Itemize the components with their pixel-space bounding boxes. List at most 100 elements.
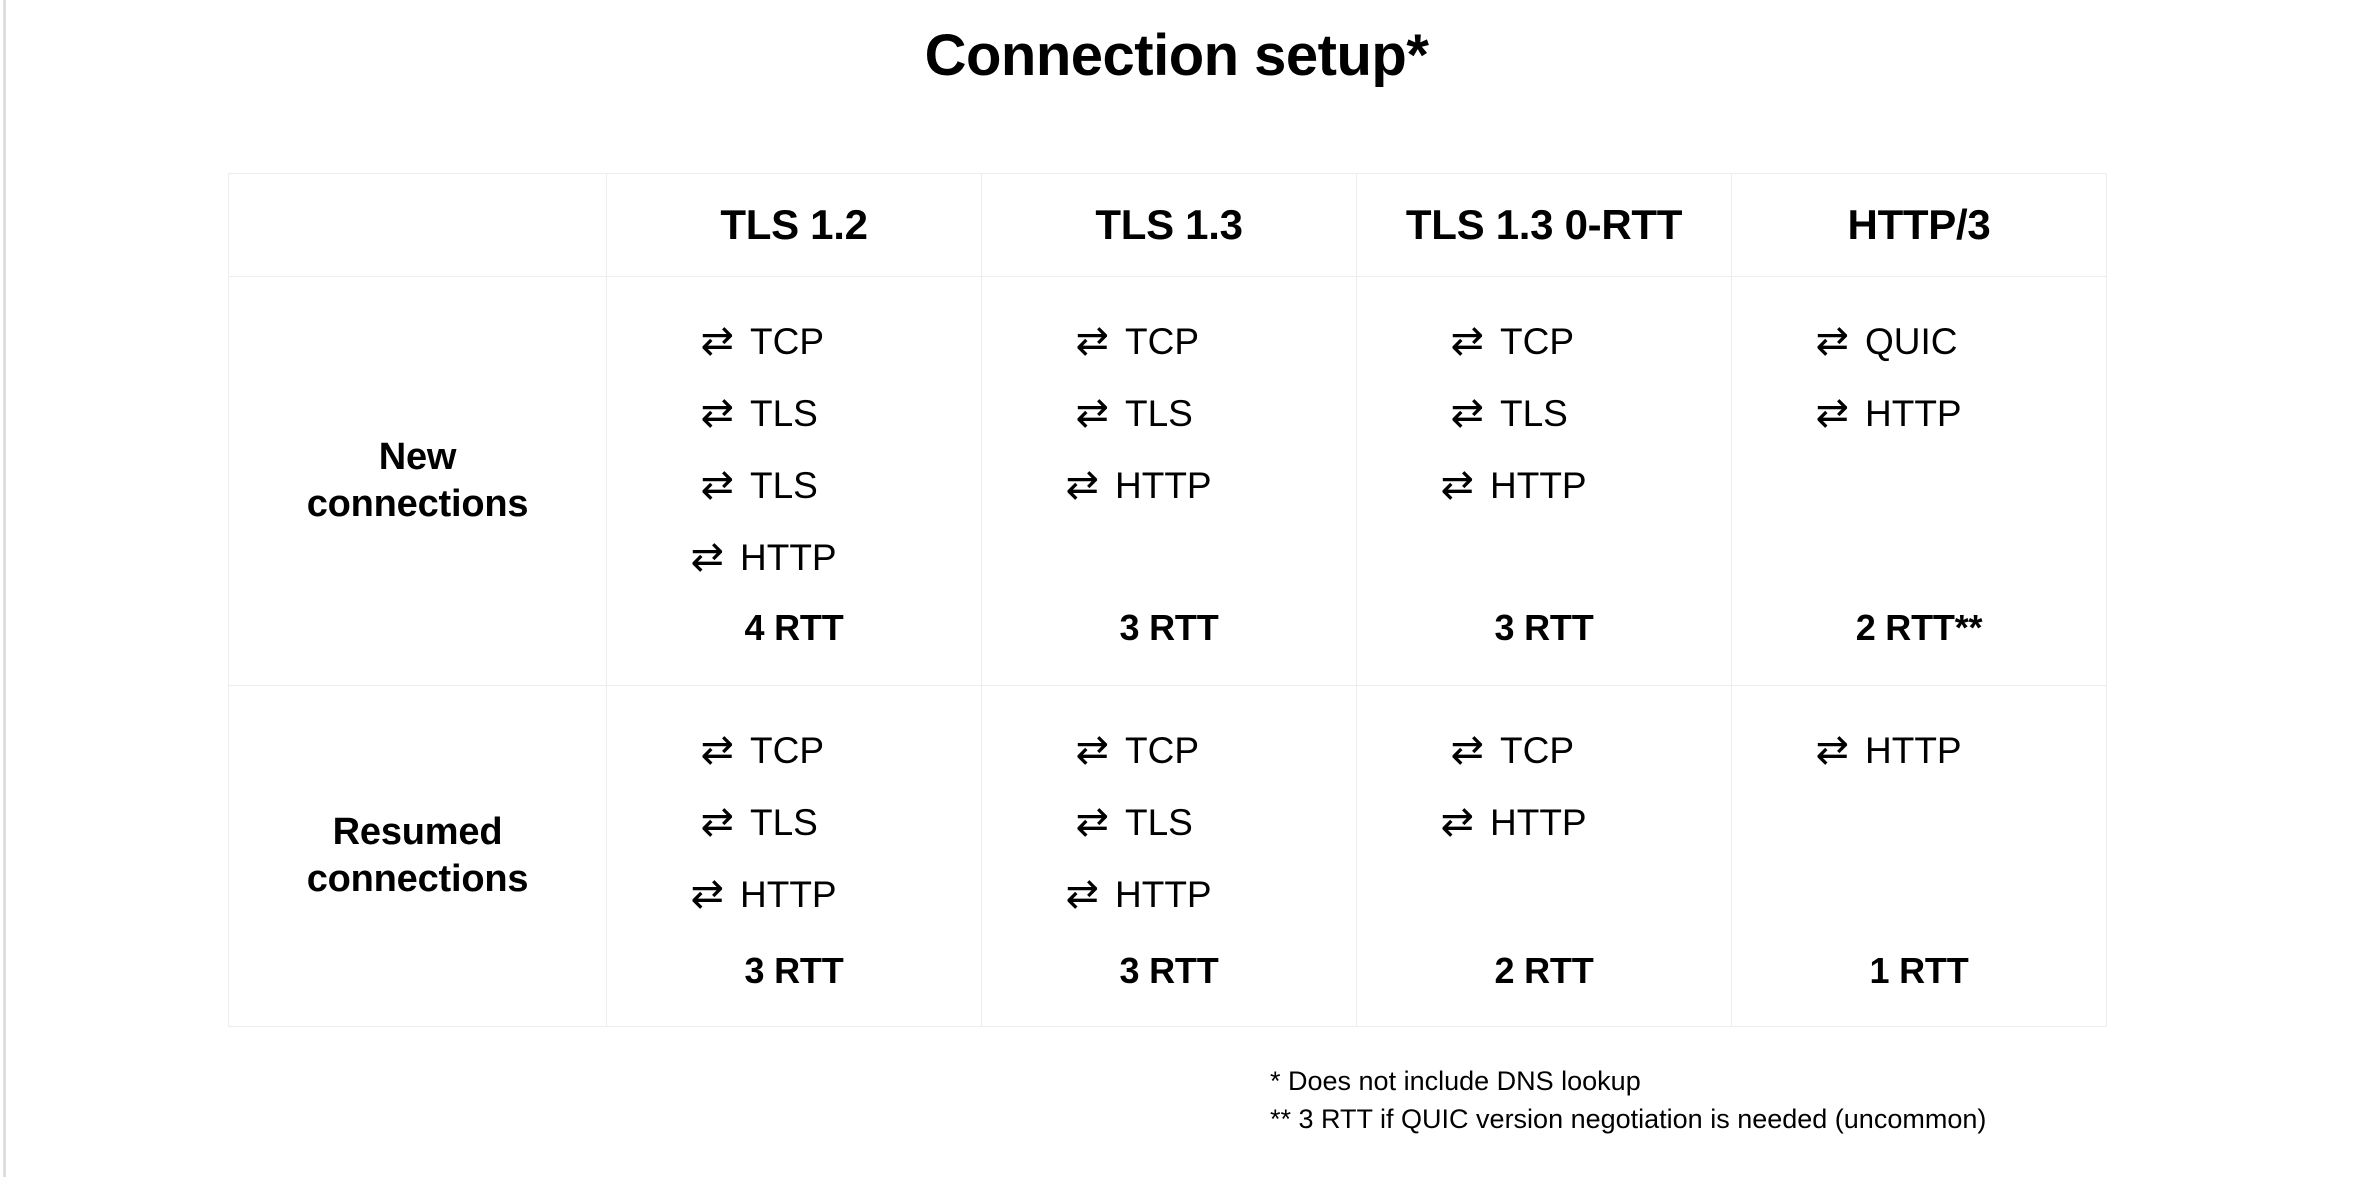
bidirectional-arrow-icon: ⇄ bbox=[1075, 318, 1109, 364]
handshake-step-label: TCP bbox=[750, 320, 824, 362]
handshake-step: ⇄ QUIC bbox=[1751, 311, 2087, 371]
handshake-step-label: TCP bbox=[1125, 729, 1199, 771]
handshake-step-list: ⇄ TCP ⇄ HTTP 2 RTT bbox=[1357, 686, 1731, 1026]
rtt-total: 4 RTT bbox=[744, 607, 844, 648]
row-label-resumed-connections: Resumed connections bbox=[228, 685, 607, 1027]
table-corner-cell bbox=[228, 173, 607, 277]
cell-new-tls13: ⇄ TCP ⇄ TLS ⇄ HTTP 3 RTT bbox=[981, 276, 1357, 686]
table-body: New connections ⇄ TCP ⇄ TLS bbox=[228, 276, 2107, 1027]
handshake-step-list: ⇄ TCP ⇄ TLS ⇄ HTTP 3 RTT bbox=[982, 686, 1356, 1026]
bidirectional-arrow-icon: ⇄ bbox=[700, 390, 734, 436]
cell-resumed-tls12: ⇄ TCP ⇄ TLS ⇄ HTTP 3 RTT bbox=[606, 685, 982, 1027]
rtt-total: 3 RTT bbox=[1119, 950, 1219, 991]
handshake-step: ⇄ HTTP bbox=[1751, 383, 2087, 443]
handshake-step-label: HTTP bbox=[1115, 464, 1212, 506]
cell-resumed-tls13-0rtt: ⇄ TCP ⇄ HTTP 2 RTT bbox=[1356, 685, 1732, 1027]
bidirectional-arrow-icon: ⇄ bbox=[1815, 727, 1849, 773]
handshake-step: ⇄ HTTP bbox=[626, 527, 962, 587]
rtt-total: 3 RTT bbox=[744, 950, 844, 991]
handshake-step-label: TLS bbox=[750, 801, 818, 843]
page-title: Connection setup* bbox=[924, 23, 1429, 88]
handshake-step-list: ⇄ TCP ⇄ TLS ⇄ TLS ⇄ HTTP bbox=[607, 277, 981, 685]
handshake-step: ⇄ TLS bbox=[616, 792, 972, 852]
bidirectional-arrow-icon: ⇄ bbox=[1815, 390, 1849, 436]
handshake-step-label: HTTP bbox=[1490, 801, 1587, 843]
footnote-double-asterisk: ** 3 RTT if QUIC version negotiation is … bbox=[1270, 1104, 1987, 1135]
rtt-total: 2 RTT** bbox=[1855, 607, 1983, 648]
column-header-http3: HTTP/3 bbox=[1731, 173, 2107, 277]
handshake-step-label: HTTP bbox=[1865, 392, 1962, 434]
handshake-step-label: HTTP bbox=[1865, 729, 1962, 771]
handshake-step-label: TLS bbox=[1500, 392, 1568, 434]
bidirectional-arrow-icon: ⇄ bbox=[700, 318, 734, 364]
handshake-step: ⇄ TCP bbox=[616, 720, 972, 780]
bidirectional-arrow-icon: ⇄ bbox=[1440, 799, 1474, 845]
handshake-step-label: HTTP bbox=[740, 536, 837, 578]
slide-left-edge-rule bbox=[3, 0, 6, 1177]
handshake-step: ⇄ HTTP bbox=[1376, 455, 1712, 515]
handshake-step-label: QUIC bbox=[1865, 320, 1958, 362]
table-row-resumed-connections: Resumed connections ⇄ TCP ⇄ TLS bbox=[228, 685, 2107, 1027]
handshake-step-label: TCP bbox=[750, 729, 824, 771]
column-header-tls13-0rtt: TLS 1.3 0-RTT bbox=[1356, 173, 1732, 277]
cell-new-tls12: ⇄ TCP ⇄ TLS ⇄ TLS ⇄ HTTP bbox=[606, 276, 982, 686]
bidirectional-arrow-icon: ⇄ bbox=[700, 799, 734, 845]
handshake-step: ⇄ TLS bbox=[616, 383, 972, 443]
handshake-step: ⇄ TCP bbox=[616, 311, 972, 371]
handshake-step-label: HTTP bbox=[740, 873, 837, 915]
handshake-step: ⇄ TLS bbox=[616, 455, 972, 515]
row-label-new-connections: New connections bbox=[228, 276, 607, 686]
handshake-step-list: ⇄ QUIC ⇄ HTTP 2 RTT** bbox=[1732, 277, 2106, 685]
handshake-step-label: TLS bbox=[1125, 392, 1193, 434]
handshake-step: ⇄ HTTP bbox=[626, 864, 962, 924]
bidirectional-arrow-icon: ⇄ bbox=[1075, 727, 1109, 773]
row-label-line-2: connections bbox=[306, 858, 529, 900]
footnote-single-asterisk: * Does not include DNS lookup bbox=[1270, 1066, 1641, 1096]
rtt-total: 2 RTT bbox=[1494, 950, 1594, 991]
bidirectional-arrow-icon: ⇄ bbox=[1450, 727, 1484, 773]
bidirectional-arrow-icon: ⇄ bbox=[1065, 871, 1099, 917]
footnotes: * Does not include DNS lookup ** 3 RTT i… bbox=[1270, 1062, 1986, 1139]
rtt-total: 1 RTT bbox=[1869, 950, 1969, 991]
bidirectional-arrow-icon: ⇄ bbox=[690, 871, 724, 917]
handshake-step: ⇄ TCP bbox=[1366, 311, 1722, 371]
bidirectional-arrow-icon: ⇄ bbox=[1440, 462, 1474, 508]
bidirectional-arrow-icon: ⇄ bbox=[700, 727, 734, 773]
handshake-step: ⇄ HTTP bbox=[1001, 455, 1337, 515]
table-row-new-connections: New connections ⇄ TCP ⇄ TLS bbox=[228, 276, 2107, 686]
column-header-tls12: TLS 1.2 bbox=[606, 173, 982, 277]
handshake-step: ⇄ TLS bbox=[991, 383, 1347, 443]
handshake-step: ⇄ TLS bbox=[991, 792, 1347, 852]
handshake-step: ⇄ HTTP bbox=[1751, 720, 2087, 780]
handshake-step-label: TCP bbox=[1125, 320, 1199, 362]
handshake-step-label: TLS bbox=[750, 392, 818, 434]
rtt-total: 3 RTT bbox=[1119, 607, 1219, 648]
handshake-step-label: TLS bbox=[750, 464, 818, 506]
cell-new-tls13-0rtt: ⇄ TCP ⇄ TLS ⇄ HTTP 3 RTT bbox=[1356, 276, 1732, 686]
bidirectional-arrow-icon: ⇄ bbox=[1450, 318, 1484, 364]
row-label-line-1: Resumed bbox=[332, 810, 503, 853]
handshake-step-label: TCP bbox=[1500, 729, 1574, 771]
bidirectional-arrow-icon: ⇄ bbox=[1065, 462, 1099, 508]
rtt-total: 3 RTT bbox=[1494, 607, 1594, 648]
handshake-step-list: ⇄ TCP ⇄ TLS ⇄ HTTP 3 RTT bbox=[982, 277, 1356, 685]
handshake-step-label: TLS bbox=[1125, 801, 1193, 843]
cell-resumed-tls13: ⇄ TCP ⇄ TLS ⇄ HTTP 3 RTT bbox=[981, 685, 1357, 1027]
handshake-step-list: ⇄ TCP ⇄ TLS ⇄ HTTP 3 RTT bbox=[1357, 277, 1731, 685]
handshake-step: ⇄ TCP bbox=[1366, 720, 1722, 780]
cell-new-http3: ⇄ QUIC ⇄ HTTP 2 RTT** bbox=[1731, 276, 2107, 686]
cell-resumed-http3: ⇄ HTTP 1 RTT bbox=[1731, 685, 2107, 1027]
handshake-step-label: HTTP bbox=[1490, 464, 1587, 506]
bidirectional-arrow-icon: ⇄ bbox=[700, 462, 734, 508]
handshake-step: ⇄ TCP bbox=[991, 720, 1347, 780]
bidirectional-arrow-icon: ⇄ bbox=[1815, 318, 1849, 364]
handshake-step-list: ⇄ TCP ⇄ TLS ⇄ HTTP 3 RTT bbox=[607, 686, 981, 1026]
connection-setup-table: TLS 1.2 TLS 1.3 TLS 1.3 0-RTT HTTP/3 New… bbox=[228, 173, 2107, 1027]
handshake-step: ⇄ HTTP bbox=[1376, 792, 1712, 852]
handshake-step-list: ⇄ HTTP 1 RTT bbox=[1732, 686, 2106, 1026]
handshake-step: ⇄ TLS bbox=[1366, 383, 1722, 443]
bidirectional-arrow-icon: ⇄ bbox=[1450, 390, 1484, 436]
table-header-row: TLS 1.2 TLS 1.3 TLS 1.3 0-RTT HTTP/3 bbox=[228, 173, 2107, 277]
bidirectional-arrow-icon: ⇄ bbox=[1075, 390, 1109, 436]
